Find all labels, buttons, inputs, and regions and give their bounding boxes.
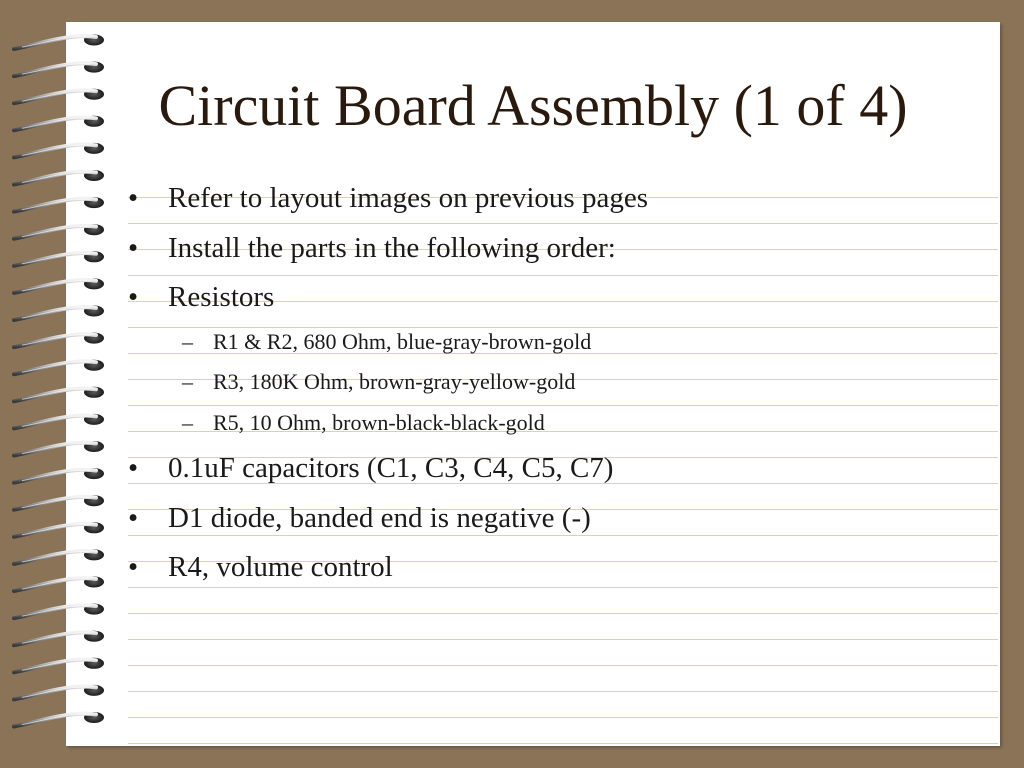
bullet-marker: • xyxy=(128,281,139,313)
bullet-marker: • xyxy=(128,182,139,214)
spiral-coil xyxy=(12,494,104,512)
list-item-text: R4, volume control xyxy=(168,551,393,583)
spiral-coil xyxy=(12,522,104,539)
spiral-coil xyxy=(12,61,104,79)
spiral-coil xyxy=(12,549,104,566)
spiral-coil xyxy=(12,223,104,241)
dash-marker: – xyxy=(182,409,193,435)
bullet-marker: • xyxy=(128,452,139,484)
spiral-coil xyxy=(12,332,104,350)
bullet-marker: • xyxy=(128,501,139,534)
sub-list-item: – R3, 180K Ohm, brown-gray-yellow-gold xyxy=(128,367,988,408)
spiral-coil xyxy=(12,115,104,133)
spiral-coil xyxy=(12,196,104,214)
spiral-coil xyxy=(12,34,104,51)
sub-list-item-text: R3, 180K Ohm, brown-gray-yellow-gold xyxy=(213,369,576,394)
dash-marker: – xyxy=(182,328,193,354)
spiral-coil xyxy=(12,467,104,485)
spiral-coil xyxy=(12,305,104,322)
notebook-paper xyxy=(66,22,1000,746)
spiral-coil xyxy=(12,657,104,675)
list-item: • Resistors xyxy=(128,277,988,327)
spiral-coil xyxy=(12,711,104,729)
dash-marker: – xyxy=(182,369,193,394)
bullet-list: • Refer to layout images on previous pag… xyxy=(128,178,988,597)
ruled-lines xyxy=(128,172,998,746)
slide-title: Circuit Board Assembly (1 of 4) xyxy=(158,73,908,138)
spiral-coil xyxy=(12,359,104,377)
sub-list-item: – R5, 10 Ohm, brown-black-black-gold xyxy=(128,408,988,449)
sub-list-item: – R1 & R2, 680 Ohm, blue-gray-brown-gold xyxy=(128,327,988,368)
list-item: • Install the parts in the following ord… xyxy=(128,228,988,278)
spiral-coil xyxy=(12,251,104,268)
list-item: • D1 diode, banded end is negative (-) xyxy=(128,498,988,548)
spiral-coil xyxy=(12,413,104,431)
spiral-binding-icon xyxy=(12,34,104,729)
list-item: • 0.1uF capacitors (C1, C3, C4, C5, C7) xyxy=(128,448,988,498)
list-item: • R4, volume control xyxy=(128,547,988,597)
spiral-coil xyxy=(12,278,104,295)
spiral-coil xyxy=(12,440,104,458)
sub-list-item-text: R5, 10 Ohm, brown-black-black-gold xyxy=(213,409,545,435)
spiral-coil xyxy=(12,576,104,593)
spiral-coil xyxy=(12,630,104,648)
spiral-coil xyxy=(12,603,104,621)
list-item-text: Refer to layout images on previous pages xyxy=(168,182,648,214)
spiral-coil xyxy=(12,684,104,702)
list-item-text: D1 diode, banded end is negative (-) xyxy=(168,501,591,534)
list-item-text: 0.1uF capacitors (C1, C3, C4, C5, C7) xyxy=(168,452,614,484)
spiral-coil xyxy=(12,88,104,106)
list-item: • Refer to layout images on previous pag… xyxy=(128,178,988,228)
sub-list-item-text: R1 & R2, 680 Ohm, blue-gray-brown-gold xyxy=(213,328,592,354)
spiral-coil xyxy=(12,169,104,187)
bullet-marker: • xyxy=(128,551,139,583)
spiral-coil xyxy=(12,386,104,404)
spiral-coil xyxy=(12,142,104,160)
list-item-text: Resistors xyxy=(168,281,275,313)
list-item-text: Install the parts in the following order… xyxy=(168,231,616,264)
bullet-marker: • xyxy=(128,231,139,264)
